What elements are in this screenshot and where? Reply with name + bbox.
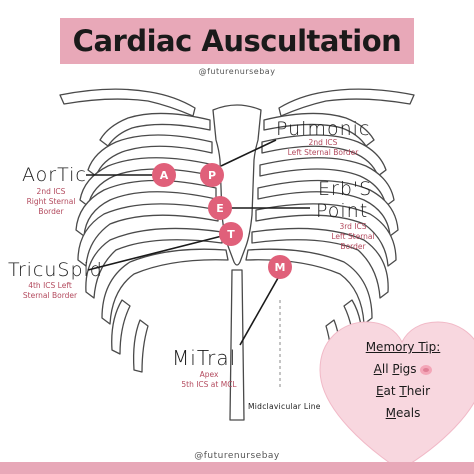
mnemonic-letter-a: A: [373, 362, 382, 376]
tricuspid-label: TricuSpid: [8, 259, 103, 281]
mnemonic-letter-t: T: [399, 384, 407, 398]
tricuspid-pointer: [87, 235, 223, 271]
title-banner: Cardiac Auscultation: [60, 18, 414, 64]
tricuspid-detail: 4th ICS Left Sternal Border: [22, 281, 78, 300]
handle-top: @futurenursebay: [198, 67, 276, 76]
mnemonic-letter-p: P: [392, 362, 400, 376]
mitral-label: MiTral: [172, 346, 237, 370]
mnemonic-text-eals: eals: [396, 406, 421, 420]
erbs-label-line2: Point: [316, 200, 369, 222]
right-clavicle: [59, 88, 196, 117]
mnemonic-text-ll: ll: [381, 362, 393, 376]
left-clavicle: [278, 88, 415, 117]
memory-tip-title: Memory Tip:: [338, 336, 468, 358]
mnemonic-text-at: at: [383, 384, 400, 398]
page-title: Cardiac Auscultation: [72, 24, 402, 58]
pulmonic-pointer: [220, 139, 277, 167]
marker-pulmonic: P: [200, 163, 224, 187]
marker-tricuspid: T: [219, 222, 243, 246]
erbs-detail: 3rd ICS Left Sternal Border: [331, 222, 375, 251]
aortic-label: AorTic: [22, 164, 87, 186]
pulmonic-label: Pulmonic: [276, 118, 371, 140]
mnemonic-text-heir: heir: [406, 384, 431, 398]
memory-tip-title-text: Memory Tip:: [365, 340, 441, 354]
memory-tip-line3: Meals: [338, 402, 468, 424]
footer-bar: [0, 462, 474, 474]
pulmonic-detail: 2nd ICS Left Sternal Border: [287, 138, 359, 157]
memory-tip-line2: Eat Their: [338, 380, 468, 402]
erbs-label-line1: Erb'S: [318, 178, 373, 200]
memory-tip-line1: All Pigs: [338, 358, 468, 380]
handle-bottom: @futurenursebay: [194, 451, 280, 461]
mitral-detail: Apex 5th ICS at MCL: [181, 370, 237, 389]
marker-mitral: M: [268, 255, 292, 279]
marker-aortic: A: [152, 163, 176, 187]
memory-tip-heart: [319, 321, 474, 471]
mnemonic-letter-m: M: [385, 406, 397, 420]
mnemonic-letter-e: E: [375, 384, 384, 398]
aortic-detail: 2nd ICS Right Sternal Border: [26, 187, 76, 216]
mnemonic-text-igs: igs: [399, 362, 417, 376]
pig-icon: [420, 364, 433, 375]
marker-erbs: E: [208, 196, 232, 220]
midclavicular-label: Midclavicular Line: [248, 402, 321, 411]
mitral-pointer: [239, 277, 279, 346]
